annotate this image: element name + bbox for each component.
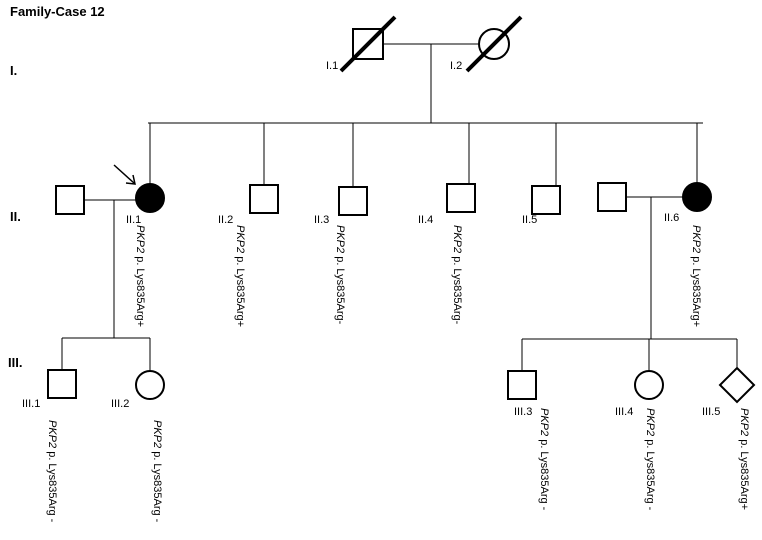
genotype-label: PKP2 p. Lys835Arg - xyxy=(538,408,550,510)
variant-name: p. Lys835Arg- xyxy=(451,256,463,325)
individual-II-3-symbol xyxy=(338,186,368,216)
individual-id-label: III.5 xyxy=(702,406,721,418)
individual-id-label: II.5 xyxy=(522,214,538,226)
individual-II-4-symbol xyxy=(446,183,476,213)
individual-id-label: I.2 xyxy=(450,60,463,72)
individual-II-1-symbol xyxy=(135,183,165,213)
proband-arrow-icon xyxy=(113,164,136,185)
variant-name: p. Lys835Arg - xyxy=(46,451,58,523)
spouse-symbol xyxy=(597,182,627,212)
variant-name: p. Lys835Arg+ xyxy=(738,439,750,511)
variant-name: p. Lys835Arg+ xyxy=(234,256,246,328)
individual-II-2-symbol xyxy=(249,184,279,214)
individual-id-label: III.1 xyxy=(22,398,41,410)
variant-name: p. Lys835Arg- xyxy=(334,256,346,325)
individual-id-label: I.1 xyxy=(326,60,339,72)
genotype-label: PKP2 p. Lys835Arg+ xyxy=(738,408,750,510)
variant-name: p. Lys835Arg+ xyxy=(690,256,702,328)
genotype-label: PKP2 p. Lys835Arg+ xyxy=(690,225,702,327)
gene-name: PKP2 xyxy=(538,408,550,437)
individual-II-6-symbol xyxy=(682,182,712,212)
genotype-label: PKP2 p. Lys835Arg+ xyxy=(234,225,246,327)
gene-name: PKP2 xyxy=(738,408,750,437)
variant-name: p. Lys835Arg - xyxy=(151,451,163,523)
page-title: Family-Case 12 xyxy=(10,4,105,19)
individual-id-label: II.1 xyxy=(126,214,142,226)
gene-name: PKP2 xyxy=(151,420,163,449)
variant-name: p. Lys835Arg - xyxy=(538,439,550,511)
variant-name: p. Lys835Arg - xyxy=(644,439,656,511)
generation-label-ii: II. xyxy=(10,209,21,224)
genotype-label: PKP2 p. Lys835Arg - xyxy=(644,408,656,510)
individual-III-1-symbol xyxy=(47,369,77,399)
gene-name: PKP2 xyxy=(46,420,58,449)
individual-id-label: III.4 xyxy=(615,406,634,418)
genotype-label: PKP2 p. Lys835Arg- xyxy=(334,225,346,324)
generation-label-iii: III. xyxy=(8,355,23,370)
genotype-label: PKP2 p. Lys835Arg+ xyxy=(134,225,146,327)
individual-id-label: II.2 xyxy=(218,214,234,226)
individual-id-label: II.3 xyxy=(314,214,330,226)
individual-III-3-symbol xyxy=(507,370,537,400)
generation-label-i: I. xyxy=(10,63,18,78)
genotype-label: PKP2 p. Lys835Arg- xyxy=(451,225,463,324)
genotype-label: PKP2 p. Lys835Arg - xyxy=(151,420,163,522)
individual-II-5-symbol xyxy=(531,185,561,215)
individual-III-5-symbol xyxy=(718,366,756,404)
gene-name: PKP2 xyxy=(134,225,146,254)
individual-id-label: III.2 xyxy=(111,398,130,410)
variant-name: p. Lys835Arg+ xyxy=(134,256,146,328)
deceased-slash xyxy=(465,15,523,73)
gene-name: PKP2 xyxy=(644,408,656,437)
gene-name: PKP2 xyxy=(690,225,702,254)
individual-III-2-symbol xyxy=(135,370,165,400)
individual-id-label: III.3 xyxy=(514,406,533,418)
gene-name: PKP2 xyxy=(234,225,246,254)
gene-name: PKP2 xyxy=(334,225,346,254)
individual-id-label: II.4 xyxy=(418,214,434,226)
deceased-slash xyxy=(339,15,397,73)
gene-name: PKP2 xyxy=(451,225,463,254)
genotype-label: PKP2 p. Lys835Arg - xyxy=(46,420,58,522)
individual-III-4-symbol xyxy=(634,370,664,400)
spouse-symbol xyxy=(55,185,85,215)
individual-id-label: II.6 xyxy=(664,212,680,224)
